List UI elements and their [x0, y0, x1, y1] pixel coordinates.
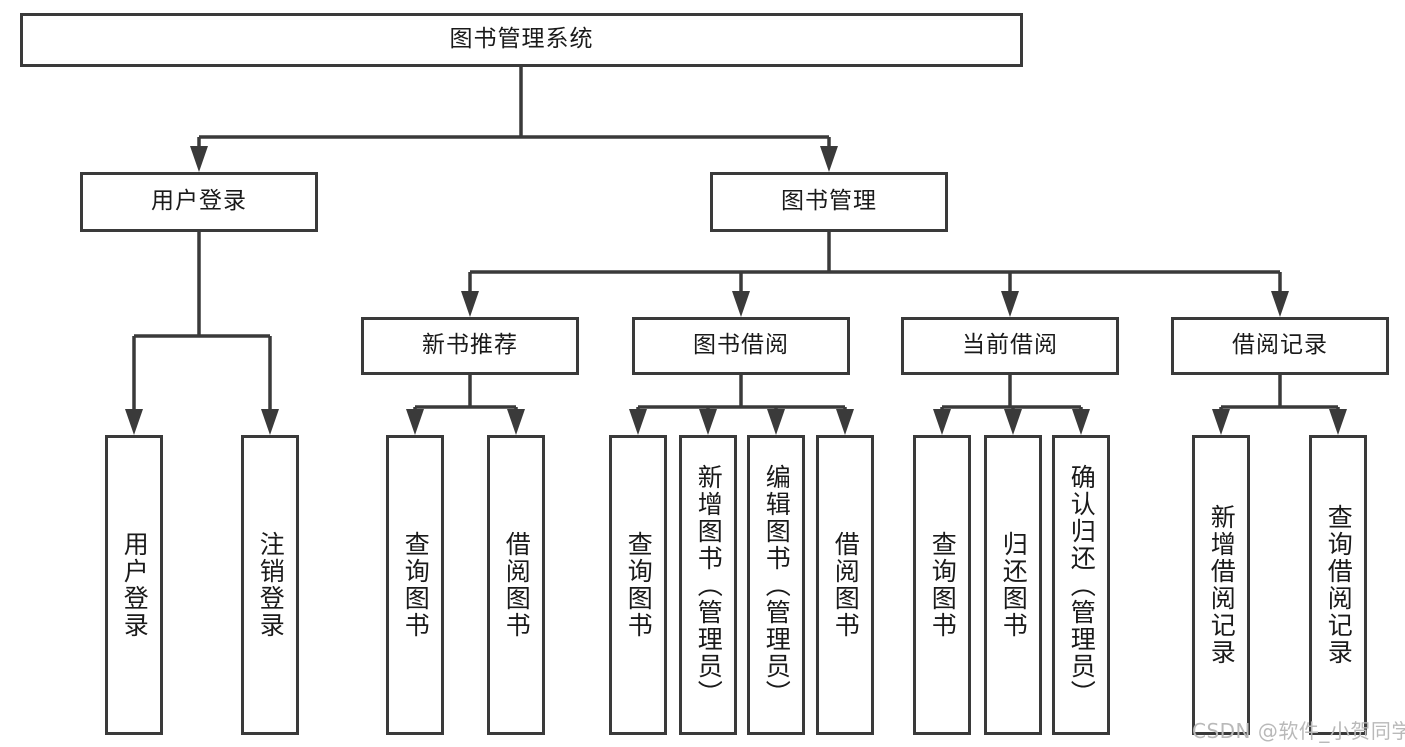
node-leaf-borrow-book-rec[interactable]: 借阅图书 — [487, 435, 545, 735]
node-book-manage[interactable]: 图书管理 — [710, 172, 948, 232]
node-label: 新书推荐 — [422, 332, 518, 359]
arrowhead-icon — [461, 291, 479, 317]
arrowhead-icon — [1072, 409, 1090, 435]
node-leaf-query-book-rec[interactable]: 查询图书 — [386, 435, 444, 735]
node-label: 归还图书 — [999, 531, 1029, 639]
node-leaf-return-book[interactable]: 归还图书 — [984, 435, 1042, 735]
node-label: 新增借阅记录 — [1207, 504, 1237, 666]
node-leaf-borrow-book[interactable]: 借阅图书 — [816, 435, 874, 735]
node-label: 查询图书 — [624, 531, 654, 639]
node-label: 图书借阅 — [693, 332, 789, 359]
arrowhead-icon — [190, 146, 208, 172]
node-leaf-confirm-return-admin[interactable]: 确认归还（管理员） — [1052, 435, 1110, 735]
node-root[interactable]: 图书管理系统 — [20, 13, 1023, 67]
arrowhead-icon — [1004, 409, 1022, 435]
arrowhead-icon — [629, 409, 647, 435]
node-leaf-add-borrow-record[interactable]: 新增借阅记录 — [1192, 435, 1250, 735]
arrowhead-icon — [406, 409, 424, 435]
node-label: 查询图书 — [401, 531, 431, 639]
node-label: 图书管理系统 — [449, 26, 594, 53]
node-book-borrow[interactable]: 图书借阅 — [632, 317, 850, 375]
arrowhead-icon — [699, 409, 717, 435]
node-label: 编辑图书（管理员） — [762, 463, 792, 707]
node-label: 借阅图书 — [502, 531, 532, 639]
node-label: 确认归还（管理员） — [1067, 463, 1097, 707]
node-user-login[interactable]: 用户登录 — [80, 172, 318, 232]
node-label: 查询图书 — [928, 531, 958, 639]
arrowhead-icon — [767, 409, 785, 435]
connectors-group — [125, 67, 1347, 435]
node-leaf-user-login[interactable]: 用户登录 — [105, 435, 163, 735]
node-leaf-query-borrow-record[interactable]: 查询借阅记录 — [1309, 435, 1367, 735]
node-borrow-record[interactable]: 借阅记录 — [1171, 317, 1389, 375]
node-label: 用户登录 — [120, 531, 150, 639]
node-label: 用户登录 — [151, 188, 247, 215]
node-label: 借阅图书 — [831, 531, 861, 639]
arrowhead-icon — [836, 409, 854, 435]
node-label: 图书管理 — [781, 188, 877, 215]
arrowhead-icon — [261, 409, 279, 435]
node-new-book-recommend[interactable]: 新书推荐 — [361, 317, 579, 375]
arrowhead-icon — [1329, 409, 1347, 435]
node-leaf-query-book-cur[interactable]: 查询图书 — [913, 435, 971, 735]
node-label: 注销登录 — [256, 531, 286, 639]
arrowhead-icon — [1212, 409, 1230, 435]
node-current-borrow[interactable]: 当前借阅 — [901, 317, 1119, 375]
node-leaf-add-book-admin[interactable]: 新增图书（管理员） — [679, 435, 737, 735]
node-label: 新增图书（管理员） — [694, 463, 724, 707]
node-leaf-edit-book-admin[interactable]: 编辑图书（管理员） — [747, 435, 805, 735]
arrowhead-icon — [1001, 291, 1019, 317]
node-label: 借阅记录 — [1232, 332, 1328, 359]
node-leaf-query-book-borrow[interactable]: 查询图书 — [609, 435, 667, 735]
arrowhead-icon — [933, 409, 951, 435]
node-label: 当前借阅 — [962, 332, 1058, 359]
node-label: 查询借阅记录 — [1324, 504, 1354, 666]
arrowhead-icon — [507, 409, 525, 435]
node-leaf-user-logout[interactable]: 注销登录 — [241, 435, 299, 735]
arrowhead-icon — [820, 146, 838, 172]
arrowhead-icon — [732, 291, 750, 317]
arrowhead-icon — [125, 409, 143, 435]
arrowhead-icon — [1271, 291, 1289, 317]
